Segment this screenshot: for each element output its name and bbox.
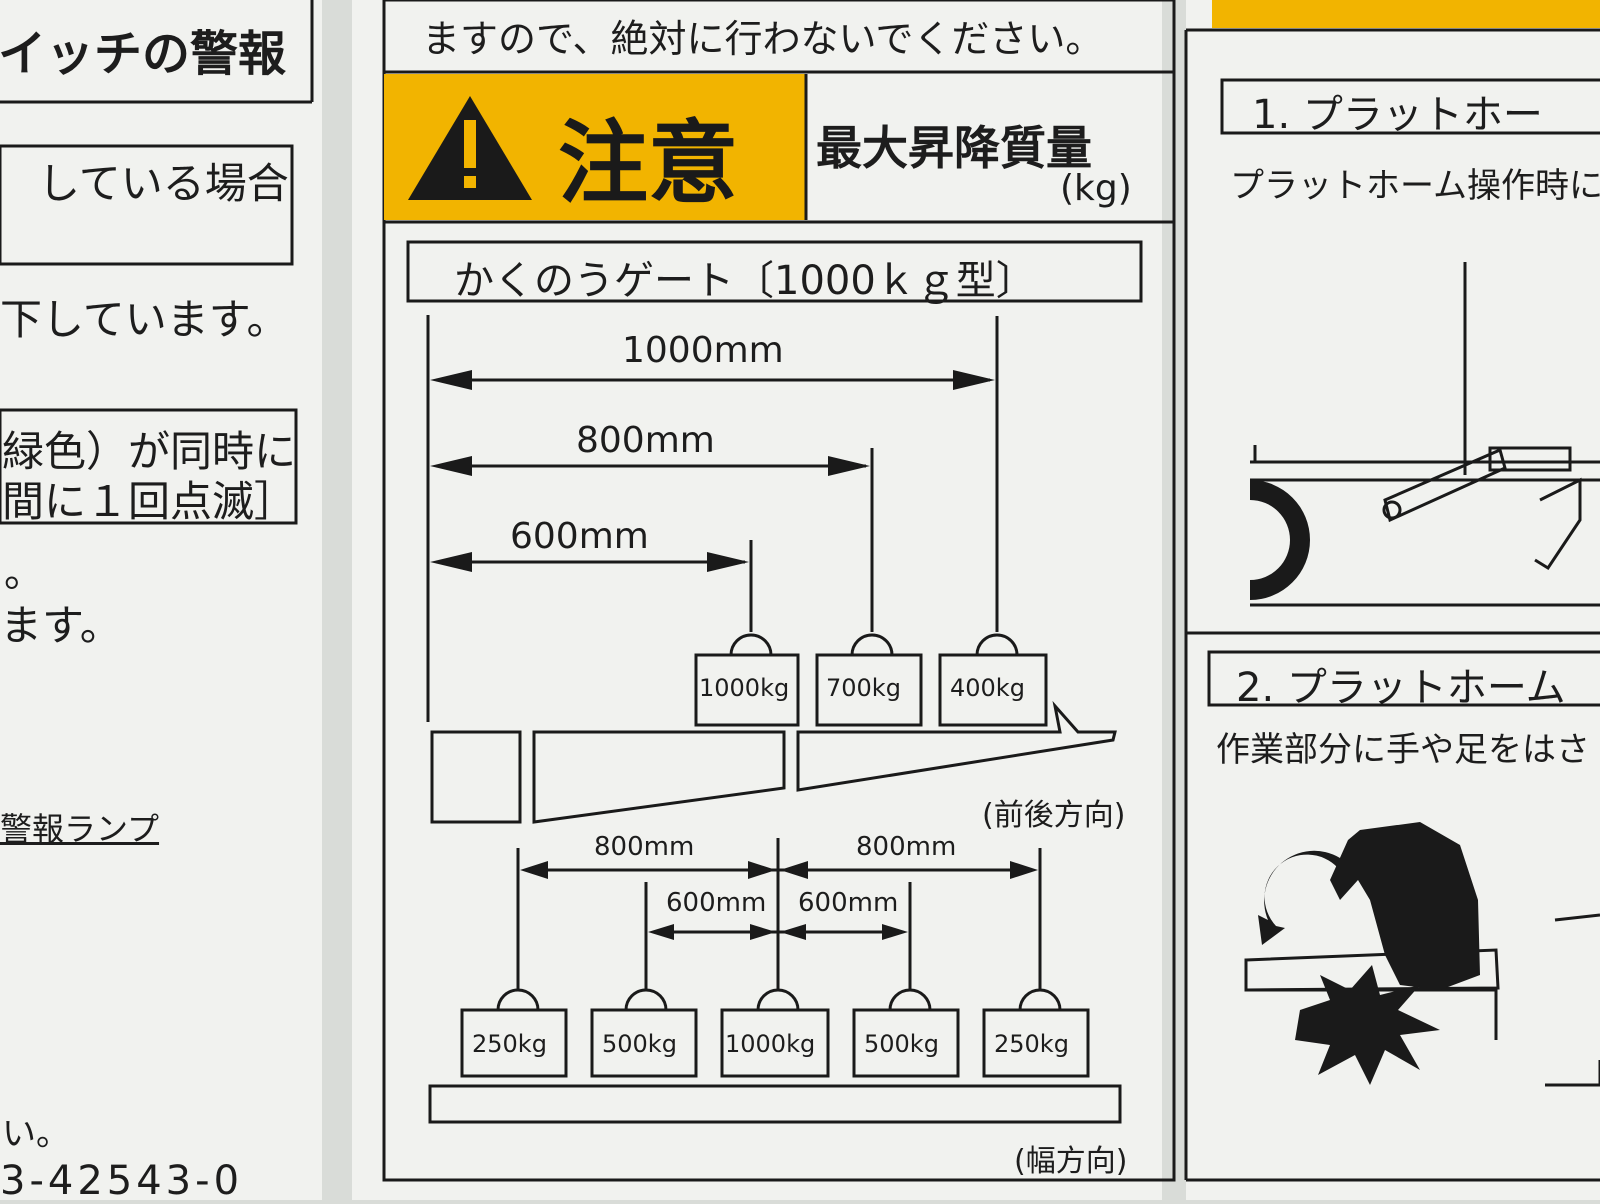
step1-title: 1. プラットホー xyxy=(1252,92,1543,138)
left-label-panel xyxy=(0,0,322,1200)
weight-700kg: 700kg xyxy=(826,674,901,702)
warning-triangle-icon xyxy=(408,96,532,200)
width-weight-250kg-right: 250kg xyxy=(994,1030,1069,1058)
left-body-text-2: 。 xyxy=(4,550,44,596)
left-heading-fragment: イッチの警報 xyxy=(0,26,287,82)
width-weight-500kg-left: 500kg xyxy=(602,1030,677,1058)
width-direction-label: (幅方向) xyxy=(1014,1144,1128,1179)
left-boxed-text-1: 緑色）が同時に xyxy=(2,427,297,476)
width-dim-600mm-left: 600mm xyxy=(666,888,767,918)
width-dim-600mm-right: 600mm xyxy=(798,888,899,918)
dim-600mm: 600mm xyxy=(510,516,649,557)
weight-400kg: 400kg xyxy=(950,674,1025,702)
width-weight-1000kg: 1000kg xyxy=(725,1030,816,1058)
front-back-diagram xyxy=(426,315,1122,1124)
width-dim-800mm-right: 800mm xyxy=(856,832,957,862)
part-number: 3-42543-0 xyxy=(0,1158,244,1204)
max-lift-mass-label: 最大昇降質量 xyxy=(816,121,1092,175)
center-top-instruction: ますので、絶対に行わないでください。 xyxy=(422,17,1104,61)
gate-model-title: かくのうゲート〔1000ｋｇ型〕 xyxy=(454,258,1036,304)
left-body-text: 下しています。 xyxy=(0,295,289,344)
left-warning-lamp-label: 警報ランプ xyxy=(0,810,160,848)
crush-hand-icon xyxy=(1250,480,1480,1085)
width-dim-800mm-left: 800mm xyxy=(594,832,695,862)
left-condition-text: している場合 xyxy=(38,159,289,208)
caution-title: 注意 xyxy=(558,111,738,216)
step2-title: 2. プラットホーム xyxy=(1236,665,1566,711)
front-back-direction-label: (前後方向) xyxy=(982,798,1126,833)
step1-text: プラットホーム操作時に xyxy=(1230,166,1600,206)
width-weight-500kg-right: 500kg xyxy=(864,1030,939,1058)
left-body-text-3: ます。 xyxy=(0,601,122,650)
step2-text: 作業部分に手や足をはさ xyxy=(1216,730,1590,770)
dim-800mm: 800mm xyxy=(576,420,715,461)
weight-1000kg: 1000kg xyxy=(699,674,790,702)
dim-1000mm: 1000mm xyxy=(622,330,784,371)
unit-label: (kg) xyxy=(1060,168,1132,209)
left-body-text-4: い。 xyxy=(2,1114,70,1154)
left-boxed-text-2: 間に１回点滅］ xyxy=(2,477,297,526)
width-weight-250kg-left: 250kg xyxy=(472,1030,547,1058)
